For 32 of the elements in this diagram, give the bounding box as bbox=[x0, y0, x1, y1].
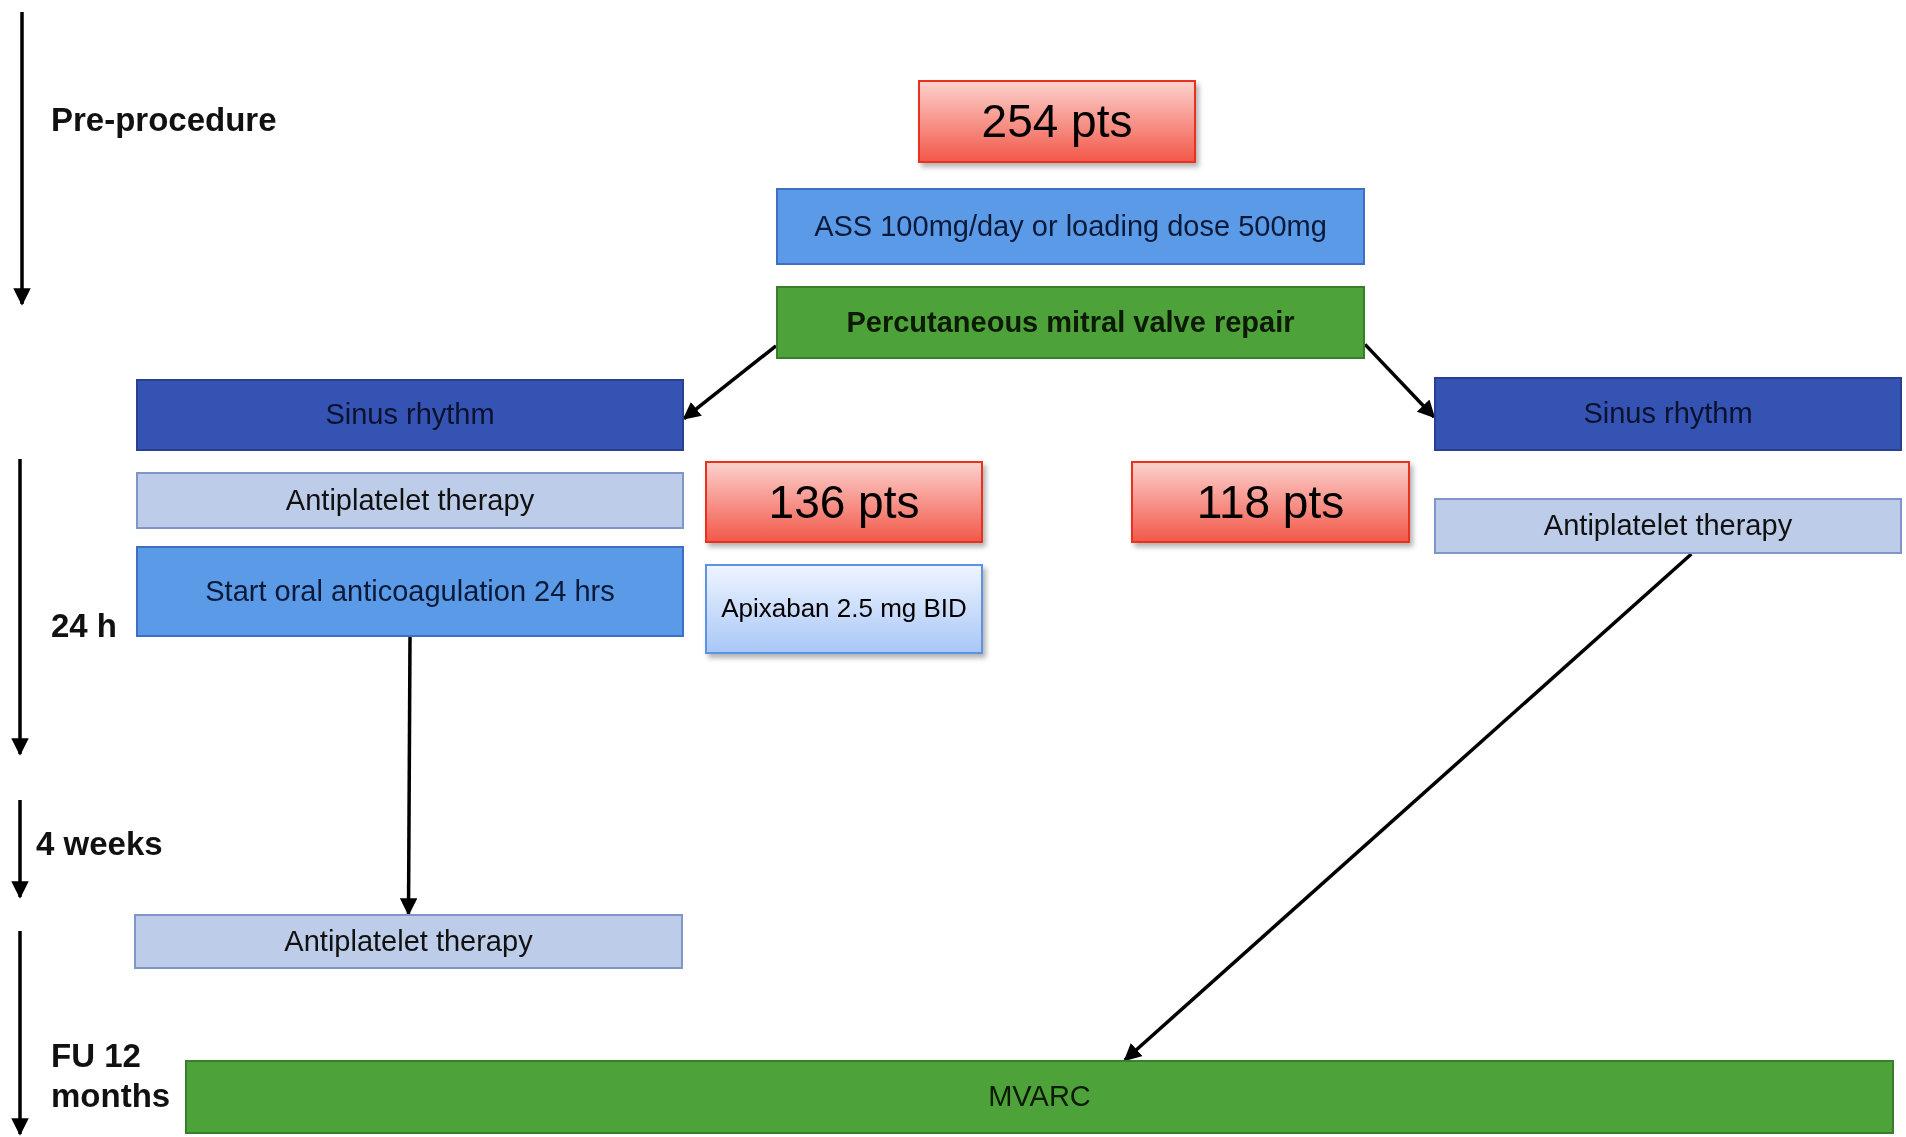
timeline-label: FU 12 months bbox=[51, 1036, 172, 1116]
box-label: 118 pts bbox=[1196, 475, 1345, 529]
box-label: Sinus rhythm bbox=[325, 398, 495, 432]
box-label: Antiplatelet therapy bbox=[284, 924, 533, 959]
process-bar bbox=[185, 1060, 1894, 1134]
box-label: Sinus rhythm bbox=[1583, 397, 1753, 431]
box-label: Apixaban 2.5 mg BID bbox=[721, 594, 967, 624]
box-label: 136 pts bbox=[768, 475, 920, 529]
timeline-label: 4 weeks bbox=[36, 824, 164, 864]
arrow bbox=[1123, 552, 1693, 1062]
box-label: Percutaneous mitral valve repair bbox=[846, 305, 1295, 340]
process-box bbox=[1434, 377, 1902, 451]
timeline-label: Pre-procedure bbox=[51, 100, 278, 140]
box-label: ASS 100mg/day or loading dose 500mg bbox=[814, 209, 1327, 244]
result-box bbox=[705, 461, 983, 543]
box-label: 254 pts bbox=[981, 95, 1133, 148]
process-box bbox=[136, 472, 684, 529]
box-label: Antiplatelet therapy bbox=[1543, 509, 1793, 543]
process-box bbox=[1434, 498, 1902, 554]
arrow bbox=[399, 637, 418, 916]
process-box bbox=[776, 188, 1365, 265]
box-label: Antiplatelet therapy bbox=[285, 483, 535, 518]
box-label: MVARC bbox=[988, 1080, 1091, 1114]
process-box bbox=[136, 379, 684, 451]
process-box bbox=[136, 546, 684, 637]
result-box bbox=[1131, 461, 1410, 543]
box-label: Start oral anticoagulation 24 hrs bbox=[205, 574, 615, 609]
timeline-label: 24 h bbox=[51, 606, 119, 646]
process-box bbox=[776, 286, 1365, 359]
result-box bbox=[918, 80, 1196, 163]
process-box bbox=[705, 564, 983, 654]
process-box bbox=[134, 914, 683, 969]
